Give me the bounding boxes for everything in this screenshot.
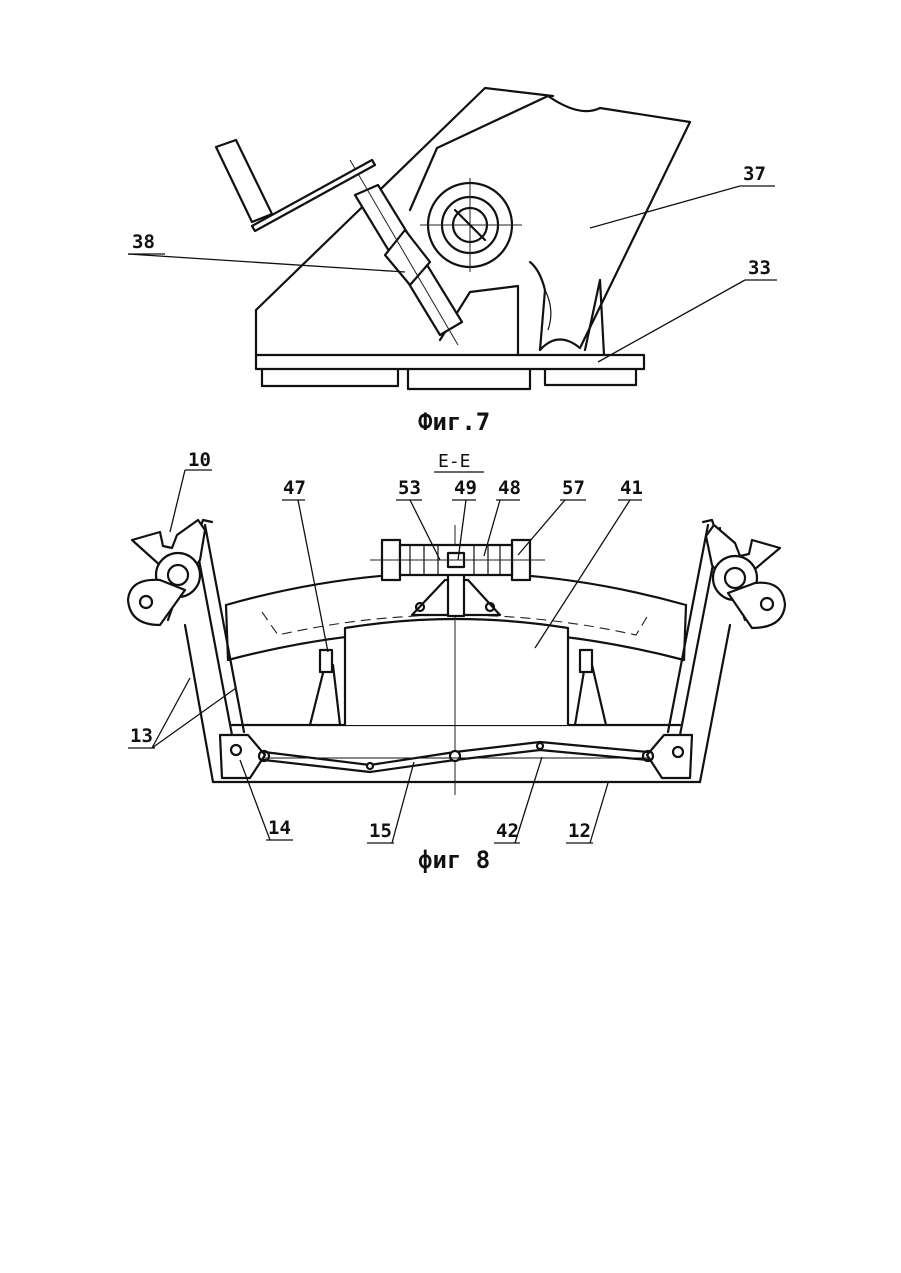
leader-38 bbox=[128, 254, 405, 272]
figure-7-caption: Фиг.7 bbox=[418, 408, 490, 436]
label-15: 15 bbox=[369, 820, 392, 842]
part-37-break bbox=[545, 290, 551, 330]
label-14: 14 bbox=[268, 817, 291, 839]
label-42: 42 bbox=[496, 820, 519, 842]
label-53: 53 bbox=[398, 477, 421, 499]
link-15 bbox=[264, 752, 455, 772]
figure-8-caption: фиг 8 bbox=[418, 846, 490, 874]
label-49: 49 bbox=[454, 477, 477, 499]
label-13: 13 bbox=[130, 725, 153, 747]
leader-33 bbox=[598, 280, 745, 362]
label-33: 33 bbox=[748, 257, 771, 279]
label-37: 37 bbox=[743, 163, 766, 185]
leader-12 bbox=[590, 783, 608, 843]
bolt-left bbox=[320, 650, 332, 672]
bolt-right bbox=[580, 650, 592, 672]
block-41 bbox=[345, 619, 568, 725]
leader-41 bbox=[535, 500, 630, 648]
center-link-pin bbox=[450, 751, 460, 761]
link-15-pin bbox=[367, 763, 373, 769]
label-10: 10 bbox=[188, 449, 211, 471]
figure-7: 38 37 33 Фиг.7 bbox=[128, 88, 777, 436]
label-38: 38 bbox=[132, 231, 155, 253]
leader-15 bbox=[392, 762, 414, 843]
right-ear bbox=[728, 583, 785, 628]
base-foundation bbox=[262, 369, 636, 389]
label-57: 57 bbox=[562, 477, 585, 499]
section-label: Е-Е bbox=[438, 451, 471, 472]
label-48: 48 bbox=[498, 477, 521, 499]
label-41: 41 bbox=[620, 477, 643, 499]
left-ear bbox=[128, 580, 185, 625]
base-plate bbox=[256, 355, 644, 369]
figure-8: Е-Е bbox=[128, 449, 785, 874]
leader-42 bbox=[515, 757, 542, 843]
left-support bbox=[310, 665, 340, 725]
leader-10 bbox=[170, 470, 185, 532]
leader-37 bbox=[590, 186, 740, 228]
label-47: 47 bbox=[283, 477, 306, 499]
link-42-pin bbox=[537, 743, 543, 749]
link-42 bbox=[455, 742, 648, 760]
label-12: 12 bbox=[568, 820, 591, 842]
lever-handle bbox=[216, 140, 272, 222]
leader-57 bbox=[518, 500, 565, 555]
leader-47 bbox=[298, 500, 328, 652]
leader-13a bbox=[152, 678, 190, 748]
right-support bbox=[575, 665, 606, 725]
